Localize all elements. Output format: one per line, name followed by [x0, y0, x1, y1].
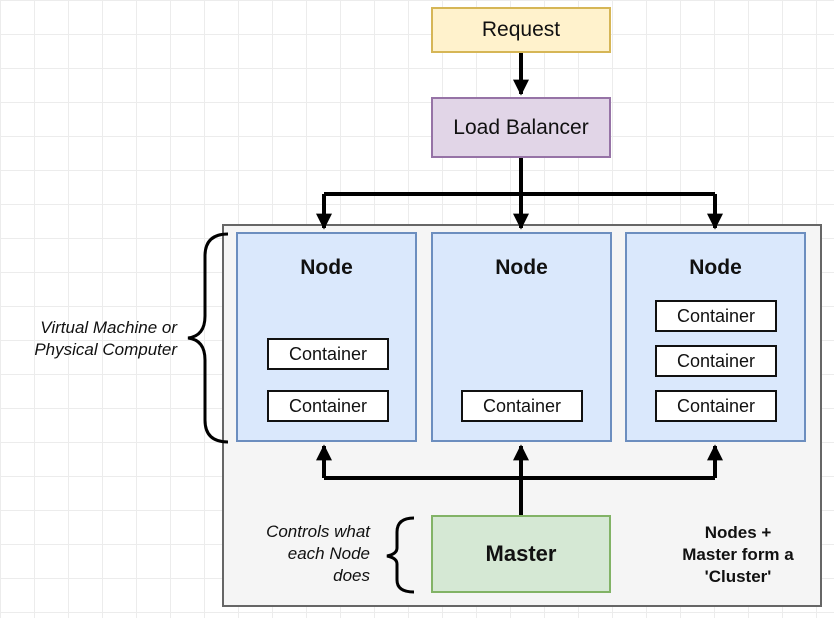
container-box: Container [655, 300, 777, 332]
node-title: Node [300, 256, 353, 279]
node-3: Node Container Container Container [625, 232, 806, 442]
cluster-annotation-line: Nodes + [704, 523, 772, 542]
master-box: Master [431, 515, 611, 593]
vm-annotation: Virtual Machine or Physical Computer [5, 317, 177, 361]
container-box: Container [267, 390, 389, 422]
cluster-annotation-line: Master form a [682, 545, 794, 564]
container-box: Container [461, 390, 583, 422]
controls-brace [386, 516, 415, 594]
cluster-annotation-line: 'Cluster' [704, 567, 772, 586]
node-2: Node Container [431, 232, 612, 442]
container-box: Container [655, 390, 777, 422]
load-balancer-box: Load Balancer [431, 97, 611, 158]
node-title: Node [495, 256, 548, 279]
vm-annotation-line: Physical Computer [34, 340, 177, 359]
master-label: Master [485, 541, 557, 566]
node-title: Node [689, 256, 742, 279]
controls-annotation-line: does [333, 566, 370, 585]
vm-brace [187, 232, 229, 444]
controls-annotation-line: Controls what [266, 522, 370, 541]
node-1: Node Container Container [236, 232, 417, 442]
request-label: Request [481, 18, 561, 41]
cluster-annotation: Nodes + Master form a 'Cluster' [668, 522, 808, 588]
vm-annotation-line: Virtual Machine or [40, 318, 177, 337]
load-balancer-label: Load Balancer [453, 115, 589, 139]
container-box: Container [267, 338, 389, 370]
controls-annotation: Controls what each Node does [242, 521, 370, 587]
controls-annotation-line: each Node [287, 544, 370, 563]
container-box: Container [655, 345, 777, 377]
request-box: Request [431, 7, 611, 53]
